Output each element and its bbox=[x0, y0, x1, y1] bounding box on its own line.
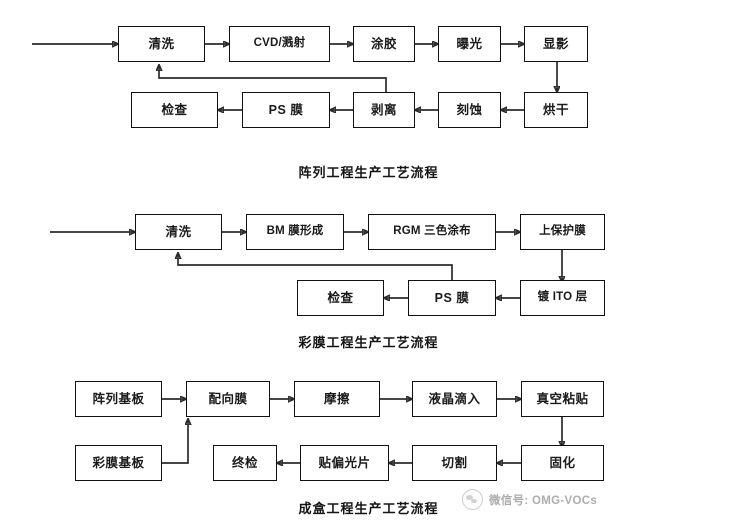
node-label: 烘干 bbox=[542, 102, 569, 117]
node-array-n7[interactable]: 刻蚀 bbox=[438, 92, 501, 128]
node-cf-n1[interactable]: 清洗 bbox=[135, 214, 222, 250]
node-label: 彩膜基板 bbox=[92, 455, 145, 470]
watermark-text: 微信号: OMG-VOCs bbox=[489, 494, 598, 507]
node-label: 终检 bbox=[231, 455, 258, 470]
node-array-n8[interactable]: 剥离 bbox=[353, 92, 415, 128]
diagram-cell-process: 阵列基板 配向膜 摩擦 液晶滴入 真空粘贴 固化 切割 贴偏光片 终检 彩膜基板… bbox=[0, 365, 737, 529]
node-label: RGM 三色涂布 bbox=[393, 225, 471, 238]
node-label: CVD/溅射 bbox=[253, 37, 306, 50]
node-cf-n5[interactable]: 镀 ITO 层 bbox=[520, 280, 605, 316]
node-cell-n8[interactable]: 贴偏光片 bbox=[300, 445, 389, 481]
node-label: 检查 bbox=[327, 290, 354, 305]
node-label: 显影 bbox=[542, 36, 569, 51]
node-cell-n3[interactable]: 摩擦 bbox=[294, 381, 380, 417]
watermark: 微信号: OMG-VOCs bbox=[462, 489, 597, 510]
node-label: 摩擦 bbox=[323, 391, 350, 406]
node-label: 刻蚀 bbox=[456, 102, 483, 117]
node-label: BM 膜形成 bbox=[266, 225, 324, 238]
arrow-feedback-loop bbox=[159, 65, 387, 92]
node-cell-n2[interactable]: 配向膜 bbox=[186, 381, 270, 417]
node-cell-n7[interactable]: 切割 bbox=[412, 445, 497, 481]
node-label: 真空粘贴 bbox=[536, 391, 589, 406]
diagram-array-process: 清洗 CVD/溅射 涂胶 曝光 显影 烘干 刻蚀 剥离 PS 膜 检查 阵列工程… bbox=[0, 0, 737, 190]
node-label: 贴偏光片 bbox=[318, 455, 371, 470]
node-array-n9[interactable]: PS 膜 bbox=[242, 92, 330, 128]
node-label: 液晶滴入 bbox=[428, 391, 481, 406]
caption-array-process: 阵列工程生产工艺流程 bbox=[298, 165, 439, 180]
node-cell-n5[interactable]: 真空粘贴 bbox=[521, 381, 604, 417]
caption-cell-process: 成盒工程生产工艺流程 bbox=[298, 501, 439, 516]
node-cell-n1[interactable]: 阵列基板 bbox=[75, 381, 162, 417]
node-array-n2[interactable]: CVD/溅射 bbox=[229, 26, 330, 62]
node-label: 清洗 bbox=[165, 224, 192, 239]
node-array-n4[interactable]: 曝光 bbox=[438, 26, 501, 62]
node-label: 上保护膜 bbox=[539, 225, 586, 238]
node-label: 固化 bbox=[549, 455, 576, 470]
node-label: 镀 ITO 层 bbox=[537, 291, 588, 304]
node-cf-n4[interactable]: 上保护膜 bbox=[520, 214, 605, 250]
node-array-n1[interactable]: 清洗 bbox=[118, 26, 205, 62]
node-array-n6[interactable]: 烘干 bbox=[524, 92, 588, 128]
node-label: 阵列基板 bbox=[92, 391, 145, 406]
node-cf-n3[interactable]: RGM 三色涂布 bbox=[368, 214, 496, 250]
node-array-n5[interactable]: 显影 bbox=[524, 26, 588, 62]
node-label: 配向膜 bbox=[208, 391, 248, 406]
arrow-n10-n2 bbox=[162, 419, 188, 464]
node-label: PS 膜 bbox=[434, 290, 470, 305]
node-array-n3[interactable]: 涂胶 bbox=[353, 26, 415, 62]
wechat-logo-icon bbox=[462, 489, 483, 510]
node-cf-n7[interactable]: 检查 bbox=[297, 280, 384, 316]
node-label: 检查 bbox=[161, 102, 188, 117]
node-cell-n10[interactable]: 彩膜基板 bbox=[75, 445, 162, 481]
node-label: 切割 bbox=[441, 455, 468, 470]
node-array-n10[interactable]: 检查 bbox=[131, 92, 218, 128]
diagram-color-filter-process: 清洗 BM 膜形成 RGM 三色涂布 上保护膜 镀 ITO 层 PS 膜 检查 … bbox=[0, 190, 737, 365]
arrow-feedback-loop bbox=[178, 253, 453, 280]
node-label: PS 膜 bbox=[268, 102, 304, 117]
node-cf-n2[interactable]: BM 膜形成 bbox=[246, 214, 344, 250]
node-cell-n4[interactable]: 液晶滴入 bbox=[412, 381, 497, 417]
node-label: 剥离 bbox=[370, 102, 397, 117]
node-cf-n6[interactable]: PS 膜 bbox=[408, 280, 496, 316]
node-label: 清洗 bbox=[148, 36, 175, 51]
node-cell-n9[interactable]: 终检 bbox=[213, 445, 277, 481]
node-label: 涂胶 bbox=[370, 36, 397, 51]
node-cell-n6[interactable]: 固化 bbox=[521, 445, 604, 481]
node-label: 曝光 bbox=[456, 36, 483, 51]
caption-color-filter-process: 彩膜工程生产工艺流程 bbox=[298, 335, 439, 350]
